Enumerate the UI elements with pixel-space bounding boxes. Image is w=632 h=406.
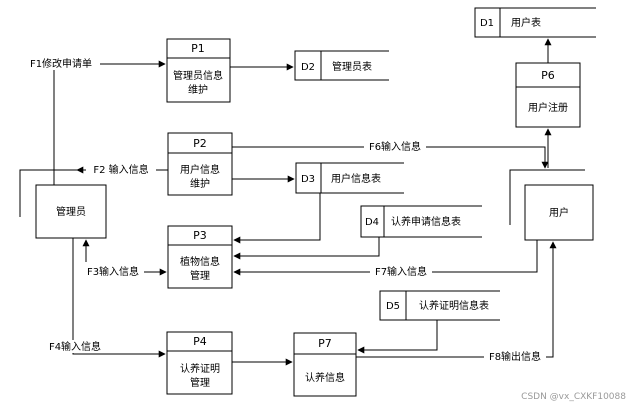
- store-d5-name: 认养证明信息表: [419, 299, 489, 312]
- flow-f8: F8输出信息: [356, 241, 557, 363]
- flow-d3-p3: [233, 193, 321, 244]
- flow-f6: F6输入信息: [232, 140, 549, 169]
- store-d3-name: 用户信息表: [331, 172, 381, 185]
- flow-d5-p7: [357, 320, 438, 354]
- entity-admin-label: 管理员: [56, 205, 86, 218]
- flow-f7: F7输入信息: [233, 240, 538, 278]
- entity-user-label: 用户: [549, 206, 569, 219]
- store-d3-id: D3: [301, 174, 315, 185]
- flow-f2-label: F2 输入信息: [93, 163, 148, 176]
- process-p7-name: 认养信息: [305, 371, 345, 384]
- flow-f4: F4输入信息: [44, 238, 166, 358]
- process-p2-id: P2: [193, 137, 207, 150]
- watermark: CSDN @vx_CXKF10088: [521, 392, 626, 402]
- store-d1-name: 用户表: [511, 16, 541, 29]
- store-d2-id: D2: [301, 62, 315, 73]
- process-p6-name: 用户注册: [528, 101, 568, 114]
- process-p3-id: P3: [193, 229, 207, 242]
- process-p2: P2 用户信息 维护: [167, 132, 233, 196]
- flow-f1: F1修改申请单: [22, 57, 166, 185]
- flow-f3-label: F3输入信息: [87, 265, 139, 278]
- process-p1-id: P1: [191, 42, 205, 55]
- store-d2-name: 管理员表: [332, 60, 372, 73]
- process-p6-id: P6: [541, 69, 555, 82]
- flow-f6-label: F6输入信息: [369, 140, 421, 153]
- store-d4: D4 认养申请信息表: [360, 205, 482, 238]
- process-p1: P1 管理员信息 维护: [166, 38, 231, 103]
- process-p4-name-1: 认养证明: [180, 362, 220, 375]
- store-d2: D2 管理员表: [294, 50, 389, 81]
- flow-d4-p3: [233, 237, 380, 260]
- flow-f1-label: F1修改申请单: [30, 57, 92, 70]
- process-p2-name-2: 维护: [190, 177, 210, 190]
- store-d5: D5 认养证明信息表: [379, 290, 500, 321]
- process-p4-name-2: 管理: [190, 376, 210, 389]
- process-p1-name-2: 维护: [188, 83, 208, 96]
- flow-f7-label: F7输入信息: [375, 265, 427, 278]
- process-p3-name-2: 管理: [190, 269, 210, 282]
- entity-user: 用户: [509, 169, 594, 241]
- store-d3: D3 用户信息表: [295, 162, 404, 194]
- flow-f2: F2 输入信息: [76, 163, 168, 176]
- store-d5-id: D5: [386, 301, 400, 312]
- process-p7-id: P7: [318, 337, 332, 350]
- store-d1-id: D1: [480, 18, 494, 29]
- process-p1-name-1: 管理员信息: [173, 69, 223, 82]
- flow-f3: F3输入信息: [82, 239, 167, 278]
- flow-f8-label: F8输出信息: [489, 350, 541, 363]
- process-p6: P6 用户注册: [515, 62, 581, 128]
- store-d4-name: 认养申请信息表: [391, 215, 461, 228]
- process-p4-id: P4: [193, 335, 207, 348]
- entity-admin: 管理员: [19, 169, 107, 239]
- process-p4: P4 认养证明 管理: [166, 331, 233, 395]
- process-p2-name-1: 用户信息: [180, 163, 220, 176]
- store-d4-id: D4: [365, 217, 379, 228]
- process-p3-name-1: 植物信息: [180, 255, 220, 268]
- process-p7: P7 认养信息: [293, 332, 357, 397]
- flow-f4-label: F4输入信息: [49, 340, 101, 353]
- store-d1: D1 用户表: [474, 7, 596, 38]
- process-p3: P3 植物信息 管理: [167, 225, 233, 289]
